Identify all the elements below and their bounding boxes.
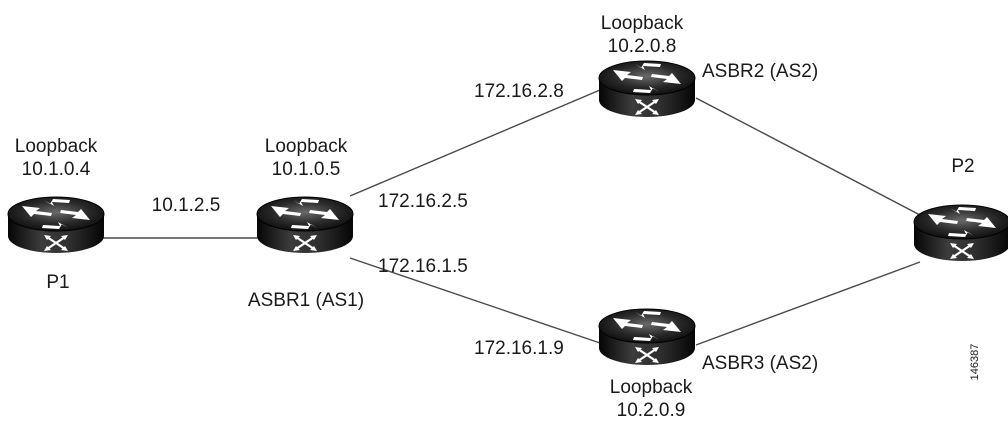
link-asbr1-asbr2 xyxy=(349,89,601,197)
interface-asbr1-to-asbr2: 172.16.2.5 xyxy=(378,191,468,212)
router-icon xyxy=(597,307,697,367)
router-icon xyxy=(912,203,1008,263)
links xyxy=(102,89,921,346)
asbr2-router-name: ASBR2 (AS2) xyxy=(702,61,818,82)
link-asbr1-asbr3 xyxy=(349,257,601,344)
asbr2-loopback-ip: 10.2.0.8 xyxy=(608,36,677,57)
p1-router-name: P1 xyxy=(46,272,69,293)
asbr1-router-name: ASBR1 (AS1) xyxy=(248,290,364,311)
asbr3-router-name: ASBR3 (AS2) xyxy=(702,353,818,374)
asbr1-loopback-label: Loopback xyxy=(265,136,348,157)
router-icon xyxy=(255,195,355,255)
router-icon xyxy=(6,195,106,255)
figure-id: 146387 xyxy=(969,344,981,381)
p1-loopback-label: Loopback xyxy=(15,136,98,157)
link-asbr2-p2 xyxy=(695,97,921,216)
interface-asbr2-to-asbr1: 172.16.2.8 xyxy=(474,81,564,102)
interface-asbr3-to-asbr1: 172.16.1.9 xyxy=(474,338,564,359)
interface-p1-asbr1: 10.1.2.5 xyxy=(152,195,221,216)
asbr3-loopback-ip: 10.2.0.9 xyxy=(617,400,686,421)
p1-loopback-ip: 10.1.0.4 xyxy=(22,159,91,180)
asbr3-loopback-label: Loopback xyxy=(610,377,693,398)
asbr2-loopback-label: Loopback xyxy=(601,13,684,34)
link-asbr3-p2 xyxy=(695,261,921,346)
asbr1-loopback-ip: 10.1.0.5 xyxy=(272,159,341,180)
router-icon xyxy=(597,59,697,119)
p2-router-name: P2 xyxy=(951,156,974,177)
interface-asbr1-to-asbr3: 172.16.1.5 xyxy=(378,256,468,277)
